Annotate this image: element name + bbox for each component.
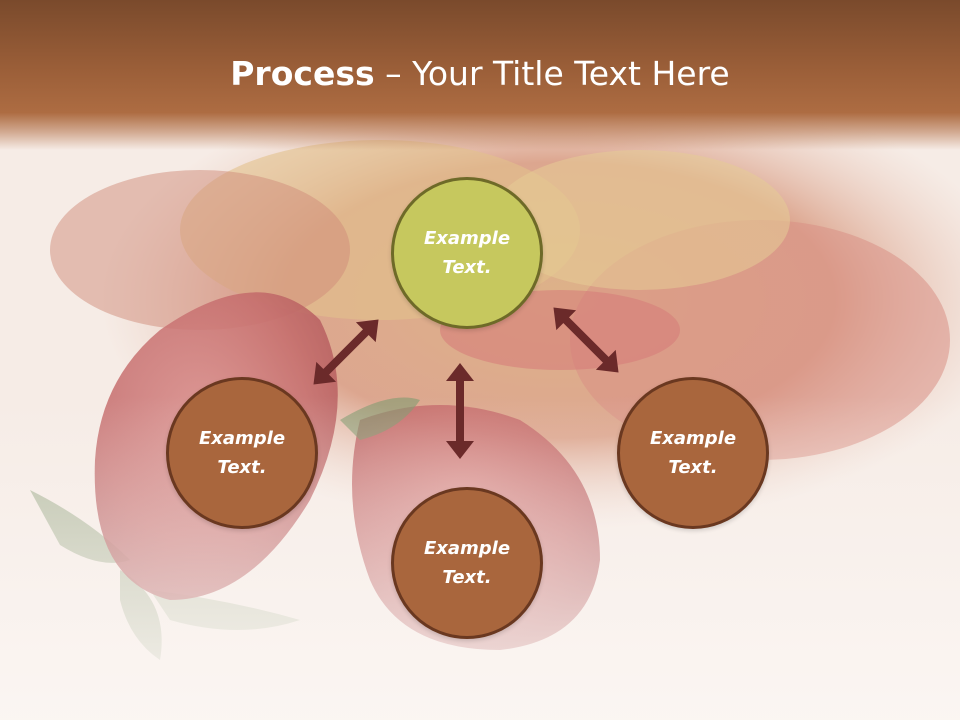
node-top-line2: Text. [442, 257, 492, 278]
arrow-top-right [553, 307, 619, 373]
process-node-top: Example Text. [391, 177, 543, 329]
node-right-line1: Example [649, 428, 737, 449]
node-left-line1: Example [198, 428, 286, 449]
node-left-label: Example Text. [187, 424, 297, 482]
process-node-left: Example Text. [166, 377, 318, 529]
node-left-line2: Text. [217, 457, 267, 478]
title-bold: Process [230, 54, 375, 93]
node-top-line1: Example [423, 228, 511, 249]
node-top-label: Example Text. [412, 224, 522, 282]
title-rest: – Your Title Text Here [374, 54, 730, 93]
slide-title: Process – Your Title Text Here [0, 52, 960, 96]
process-node-bottom: Example Text. [391, 487, 543, 639]
arrow-vertical [446, 363, 474, 459]
arrow-top-left [313, 319, 379, 385]
process-node-right: Example Text. [617, 377, 769, 529]
node-bottom-line1: Example [423, 538, 511, 559]
node-bottom-label: Example Text. [412, 534, 522, 592]
node-bottom-line2: Text. [442, 567, 492, 588]
node-right-line2: Text. [668, 457, 718, 478]
title-bar [0, 0, 960, 150]
node-right-label: Example Text. [638, 424, 748, 482]
